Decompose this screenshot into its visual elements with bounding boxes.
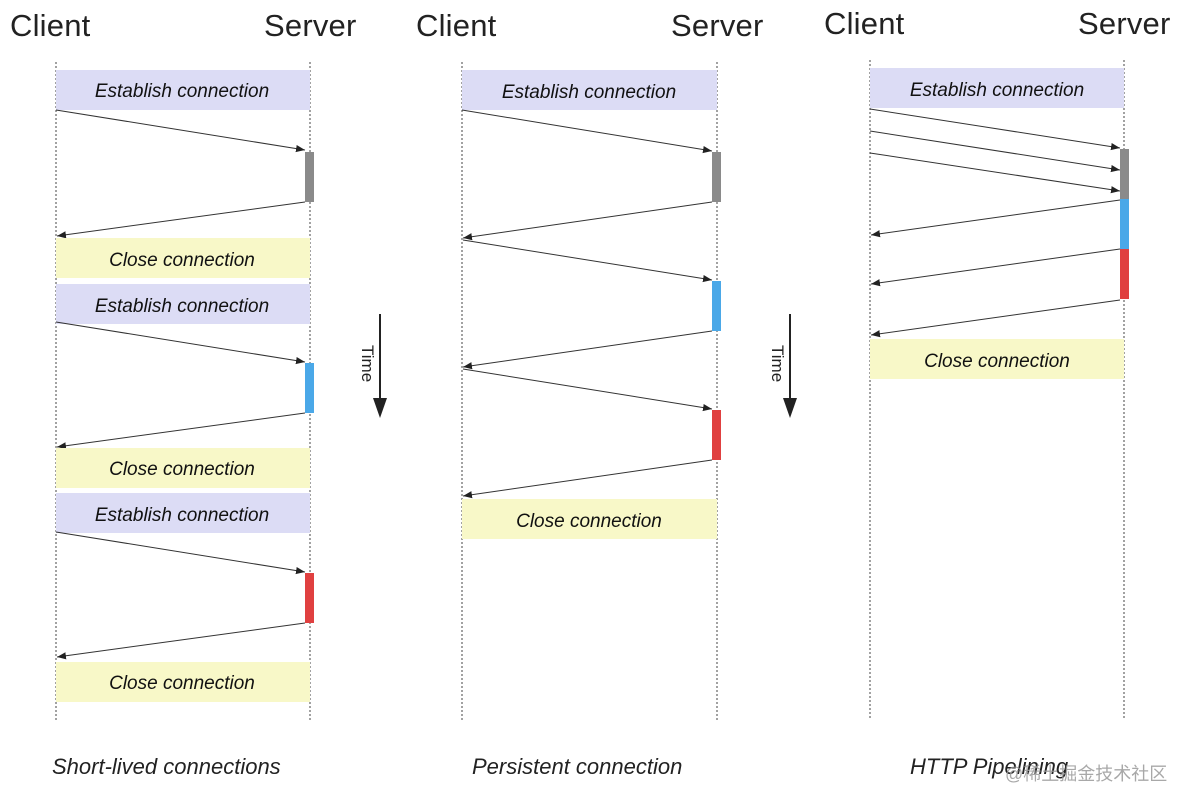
processing-bar-red bbox=[1120, 249, 1129, 299]
panel3-client-label: Client bbox=[824, 6, 905, 41]
processing-bar-gray bbox=[712, 152, 721, 202]
time-arrow: Time bbox=[358, 314, 387, 418]
close-connection-box: Close connection bbox=[870, 339, 1124, 379]
time-arrow: Time bbox=[768, 314, 797, 418]
processing-bar-gray bbox=[305, 152, 314, 202]
caption-short-lived: Short-lived connections bbox=[52, 754, 281, 779]
processing-bar-red bbox=[305, 573, 314, 623]
establish-connection-box: Establish connection bbox=[56, 493, 310, 533]
request-arrow bbox=[55, 109, 306, 153]
close-connection-box: Close connection bbox=[56, 662, 310, 702]
response-arrow bbox=[56, 201, 306, 239]
request-arrow bbox=[869, 130, 1121, 173]
processing-bar-blue bbox=[712, 281, 721, 331]
close-connection-box: Close connection bbox=[56, 238, 310, 278]
request-arrow bbox=[55, 531, 306, 575]
processing-bar-gray bbox=[1120, 149, 1129, 199]
request-arrow bbox=[462, 239, 713, 283]
response-arrow bbox=[870, 199, 1121, 238]
svg-text:Establish connection: Establish connection bbox=[95, 81, 269, 102]
close-connection-box: Close connection bbox=[462, 499, 717, 539]
establish-connection-box: Establish connection bbox=[870, 68, 1124, 108]
watermark: @稀土掘金技术社区 bbox=[1005, 764, 1168, 784]
request-arrow bbox=[869, 108, 1121, 151]
svg-text:Close connection: Close connection bbox=[516, 511, 662, 532]
caption-pipelining: HTTP Pipelining bbox=[910, 754, 1069, 779]
panel-short-lived: Establish connection Close connection Es… bbox=[55, 62, 314, 720]
response-arrow bbox=[870, 299, 1121, 338]
panel1-server-label: Server bbox=[264, 8, 357, 43]
svg-text:Close connection: Close connection bbox=[924, 351, 1070, 372]
svg-text:Establish connection: Establish connection bbox=[502, 82, 676, 103]
panel2-server-label: Server bbox=[671, 8, 764, 43]
response-arrow bbox=[870, 248, 1121, 287]
time-label: Time bbox=[768, 345, 787, 382]
processing-bar-red bbox=[712, 410, 721, 460]
time-label: Time bbox=[358, 345, 377, 382]
response-arrow bbox=[462, 201, 713, 241]
response-arrow bbox=[56, 412, 306, 450]
request-arrow bbox=[462, 368, 713, 412]
svg-text:Establish connection: Establish connection bbox=[95, 505, 269, 526]
panel2-client-label: Client bbox=[416, 8, 497, 43]
svg-text:Close connection: Close connection bbox=[109, 459, 255, 480]
establish-connection-box: Establish connection bbox=[56, 70, 310, 110]
request-arrow bbox=[461, 109, 713, 154]
response-arrow bbox=[462, 330, 713, 370]
panel-pipelining: Establish connection Close connection bbox=[869, 60, 1129, 720]
panel3-server-label: Server bbox=[1078, 6, 1171, 41]
response-arrow bbox=[56, 622, 306, 660]
processing-bar-blue bbox=[305, 363, 314, 413]
caption-persistent: Persistent connection bbox=[472, 754, 683, 779]
svg-text:Close connection: Close connection bbox=[109, 250, 255, 271]
svg-text:Establish connection: Establish connection bbox=[95, 296, 269, 317]
svg-text:Close connection: Close connection bbox=[109, 673, 255, 694]
establish-connection-box: Establish connection bbox=[462, 70, 717, 110]
close-connection-box: Close connection bbox=[56, 448, 310, 488]
response-arrow bbox=[462, 459, 713, 499]
processing-bar-blue bbox=[1120, 199, 1129, 249]
request-arrow bbox=[869, 152, 1121, 194]
establish-connection-box: Establish connection bbox=[56, 284, 310, 324]
request-arrow bbox=[55, 321, 306, 365]
svg-text:Establish connection: Establish connection bbox=[910, 80, 1084, 101]
panel-persistent: Establish connection Close connection bbox=[461, 62, 721, 720]
panel1-client-label: Client bbox=[10, 8, 91, 43]
